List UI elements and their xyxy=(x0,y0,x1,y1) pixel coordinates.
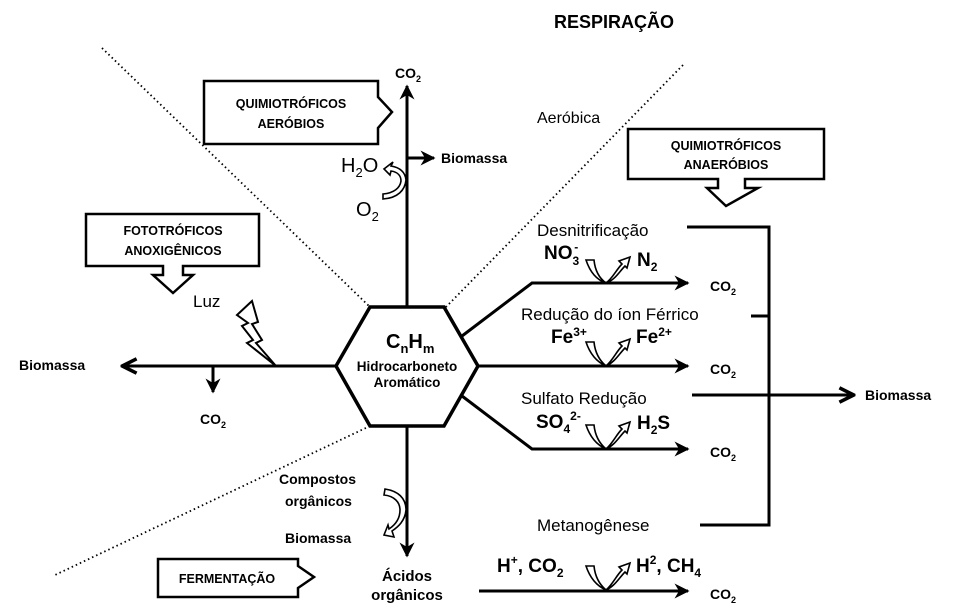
acids-line1: Ácidos xyxy=(382,568,432,585)
svg-text:QUIMIOTRÓFICOS: QUIMIOTRÓFICOS xyxy=(671,138,781,153)
bracket-anaerobic xyxy=(687,225,771,527)
box-quimiotroficos-aerobios: QUIMIOTRÓFICOS AERÓBIOS xyxy=(202,79,394,146)
svg-text:FOTOTRÓFICOS: FOTOTRÓFICOS xyxy=(123,223,222,238)
svg-text:FERMENTAÇÃO: FERMENTAÇÃO xyxy=(179,571,276,586)
center-line1: Hidrocarboneto xyxy=(357,359,458,374)
o2-label: O2 xyxy=(356,199,379,224)
biomass-left: Biomassa xyxy=(19,357,85,373)
box-quimiotroficos-anaerobios: QUIMIOTRÓFICOS ANAERÓBIOS xyxy=(626,127,826,208)
formula-c: C xyxy=(386,331,400,353)
curved-arrow-fe3-fe2 xyxy=(584,337,632,368)
h2o-label: H2O xyxy=(341,155,378,180)
curved-arrow-so4-h2s xyxy=(584,420,632,451)
formula-n: n xyxy=(400,341,408,356)
label-aerobica: Aeróbica xyxy=(537,110,600,127)
no3-label: NO3- xyxy=(544,240,580,268)
formula-m: m xyxy=(423,341,435,356)
formula-h: H xyxy=(408,331,422,353)
h2s-label: H2S xyxy=(637,413,670,437)
compounds-line1: Compostos xyxy=(279,471,356,487)
divider-line-left xyxy=(101,47,371,308)
compounds-line2: orgânicos xyxy=(285,493,352,509)
co2-methanogenesis: CO2 xyxy=(710,586,736,605)
fe2-label: Fe2+ xyxy=(636,325,672,348)
acids-line2: orgânicos xyxy=(371,587,443,604)
methanogenesis-reactants: H+, CO2 xyxy=(497,553,564,580)
box-fermentacao: FERMENTAÇÃO xyxy=(156,557,317,599)
curved-arrow-no3-n2 xyxy=(584,255,632,284)
so4-label: SO42- xyxy=(536,409,581,436)
arrow-sulfate-reduction xyxy=(461,394,690,457)
label-desnitrificacao: Desnitrificação xyxy=(537,221,649,240)
arrow-denitrification xyxy=(461,275,690,338)
co2-iron: CO2 xyxy=(710,361,736,380)
label-metanogenese: Metanogênese xyxy=(537,516,649,535)
curved-arrow-methanogenesis xyxy=(584,561,632,592)
center-compound: CnHm Hidrocarboneto Aromático xyxy=(357,331,458,390)
co2-sulfate: CO2 xyxy=(710,444,736,463)
svg-text:ANOXIGÊNICOS: ANOXIGÊNICOS xyxy=(124,243,221,258)
svg-text:CnHm: CnHm xyxy=(386,331,434,356)
box-fototroficos-anoxigenicos: FOTOTRÓFICOS ANOXIGÊNICOS xyxy=(84,212,261,295)
svg-text:QUIMIOTRÓFICOS: QUIMIOTRÓFICOS xyxy=(236,96,346,111)
co2-top: CO2 xyxy=(395,65,421,84)
methanogenesis-products: H2, CH4 xyxy=(636,553,701,580)
biomass-fermentation: Biomassa xyxy=(285,530,351,546)
center-line2: Aromático xyxy=(374,375,441,390)
n2-label: N2 xyxy=(637,250,658,274)
lightning-icon xyxy=(235,299,277,367)
co2-denitrification: CO2 xyxy=(710,278,736,297)
svg-text:AERÓBIOS: AERÓBIOS xyxy=(258,116,325,131)
label-luz: Luz xyxy=(193,292,220,311)
co2-left: CO2 xyxy=(200,411,226,430)
label-reducao-ferrico: Redução do íon Férrico xyxy=(521,305,699,324)
title-respiracao: RESPIRAÇÃO xyxy=(554,11,674,32)
svg-text:ANAERÓBIOS: ANAERÓBIOS xyxy=(684,157,769,172)
biomass-aerobic: Biomassa xyxy=(441,150,507,166)
biomass-right: Biomassa xyxy=(865,387,931,403)
curved-arrow-compounds-biomass xyxy=(382,488,407,539)
fe3-label: Fe3+ xyxy=(551,325,587,348)
label-sulfato-reducao: Sulfato Redução xyxy=(521,389,647,408)
curved-arrow-o2-h2o xyxy=(382,161,407,200)
